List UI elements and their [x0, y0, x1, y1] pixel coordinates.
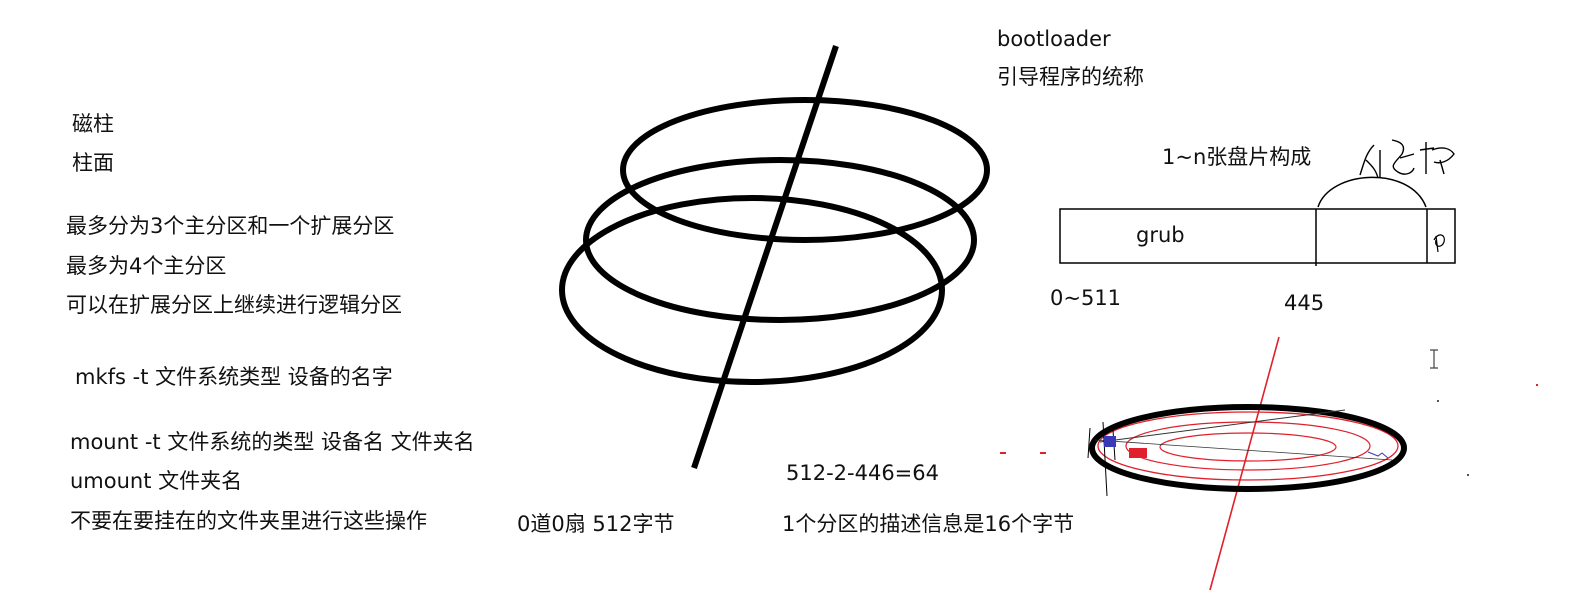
- disk-outline: [1089, 404, 1407, 492]
- note-warning: 不要在要挂在的文件夹里进行这些操作: [70, 509, 427, 533]
- note-calculation: 512-2-446=64: [786, 461, 939, 485]
- platter-bottom: [559, 195, 945, 385]
- stray-dot: [1467, 474, 1469, 476]
- platter-middle: [583, 157, 977, 323]
- track-middle: [1125, 421, 1371, 471]
- note-partition-rule-2: 最多为4个主分区: [66, 254, 227, 278]
- disk-platters-drawing: [559, 45, 990, 469]
- track-outer: [1097, 411, 1399, 481]
- note-cylinder-1: 磁柱: [72, 112, 114, 136]
- partition-table-brace: [1317, 176, 1427, 208]
- disk-axis-line: [1094, 439, 1393, 461]
- note-mkfs-command: mkfs -t 文件系统类型 设备的名字: [75, 365, 393, 389]
- disk-radius-line: [1099, 409, 1346, 443]
- text-cursor-icon: [1430, 349, 1438, 369]
- note-cylinder-2: 柱面: [72, 151, 114, 175]
- mbr-range-label: 0~511: [1050, 286, 1122, 310]
- signature-scribble: [1433, 234, 1445, 253]
- note-platters: 1~n张盘片构成: [1162, 145, 1312, 169]
- note-umount-command: umount 文件夹名: [70, 469, 243, 493]
- mbr-offset-label: 445: [1284, 291, 1325, 315]
- mbr-block-diagram: [1059, 176, 1456, 266]
- mbr-block: [1059, 208, 1456, 264]
- note-bootloader: bootloader: [997, 27, 1111, 51]
- note-partition-rule-3: 可以在扩展分区上继续进行逻辑分区: [66, 293, 402, 317]
- stray-dot: [1437, 400, 1439, 402]
- red-axis-line: [1209, 336, 1280, 591]
- platter-top: [620, 97, 990, 243]
- red-marker: [1129, 448, 1147, 458]
- note-partition-description: 1个分区的描述信息是16个字节: [782, 512, 1075, 536]
- blue-marker: [1104, 436, 1116, 447]
- note-mount-command: mount -t 文件系统的类型 设备名 文件夹名: [70, 430, 475, 454]
- disk-tracks-drawing: [1000, 404, 1407, 497]
- handwritten-annotation: [1359, 139, 1455, 179]
- stray-dot: [1536, 384, 1538, 386]
- note-bootloader-desc: 引导程序的统称: [997, 65, 1144, 89]
- disk-right-scribble: [1367, 451, 1389, 459]
- note-sector-info: 0道0扇 512字节: [517, 512, 675, 536]
- spindle-line: [691, 45, 839, 469]
- note-partition-rule-1: 最多分为3个主分区和一个扩展分区: [66, 214, 395, 238]
- mbr-grub-label: grub: [1136, 223, 1185, 247]
- track-inner: [1159, 432, 1337, 462]
